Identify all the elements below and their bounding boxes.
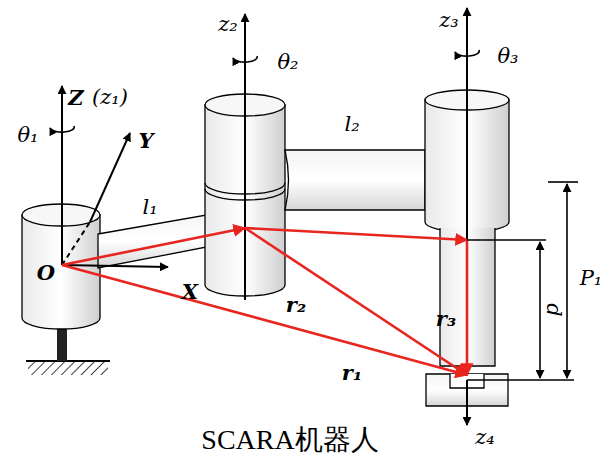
axis-label: z₂ [217, 13, 238, 36]
axis-label: θ₃ [496, 45, 519, 68]
axis-label: θ₁ [16, 124, 39, 147]
axis-label: Z [67, 86, 84, 109]
caption: SCARA机器人 [201, 426, 378, 454]
axis-label: l₁ [141, 196, 158, 219]
rotation-arrows [50, 50, 479, 132]
axis-label: X [181, 280, 199, 303]
axis-label: z₄ [474, 426, 495, 449]
axis-label: O [36, 261, 56, 284]
axis-label: θ₂ [276, 51, 299, 74]
axis-label: r₂ [285, 293, 307, 316]
axis-label: r₃ [435, 307, 457, 330]
ground [26, 328, 110, 375]
axis-label: (z₁) [91, 86, 129, 109]
axis-label: d [542, 302, 565, 317]
dimensions [467, 182, 578, 380]
position-vectors [62, 228, 467, 375]
link-two [285, 150, 425, 210]
axis-label: z₃ [438, 9, 459, 32]
axis-label: P₁ [579, 267, 604, 290]
link-one [98, 214, 212, 268]
axis-label: l₂ [343, 113, 360, 136]
axis-label: r₁ [341, 361, 363, 384]
axis-label: Y [138, 129, 155, 152]
axes [62, 8, 467, 425]
